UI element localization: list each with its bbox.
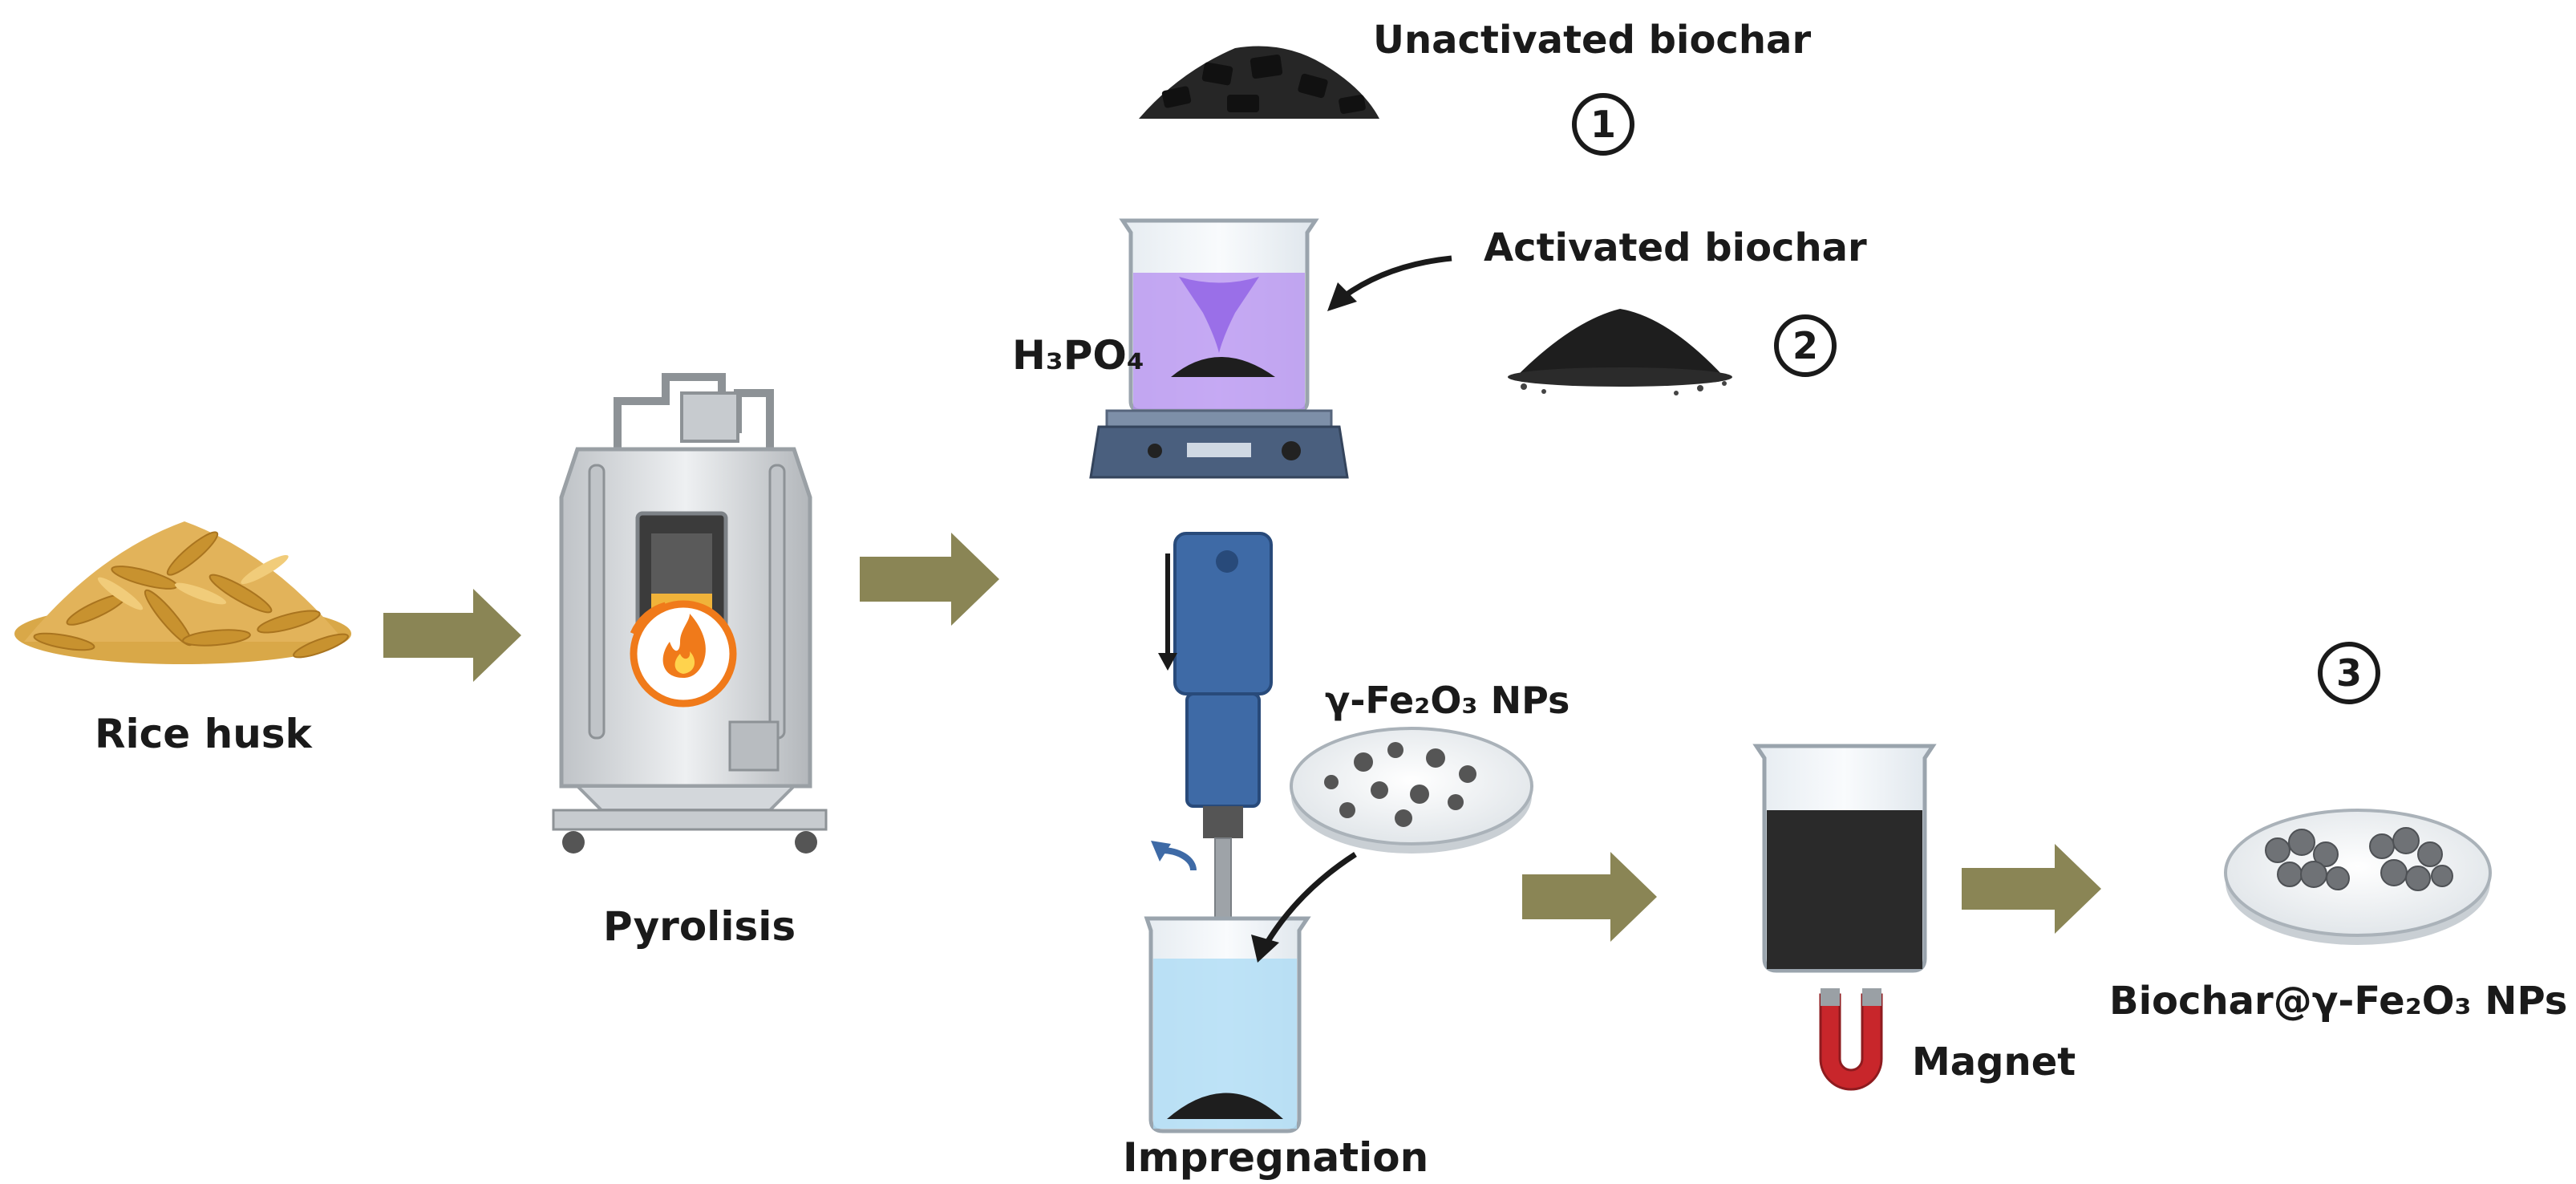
label-phosphoric-acid: H₃PO₄: [1012, 332, 1144, 379]
flame-icon: [662, 614, 706, 678]
magnetic-stirrer-icon: [1089, 409, 1349, 479]
step-3-badge: 3: [2318, 642, 2380, 704]
biochar-pile-icon: [1508, 309, 1732, 395]
label-impregnation: Impregnation: [1123, 1134, 1429, 1181]
arrow-into-beaker-icon: [1327, 255, 1452, 311]
beaker-icon: [1119, 218, 1319, 413]
petri-dish-icon: [1290, 727, 1533, 854]
label-product: Biochar@γ-Fe₂O₃ NPs: [2109, 979, 2568, 1024]
beaker-icon: [1752, 744, 1937, 973]
step-2-badge: 2: [1774, 314, 1837, 377]
label-rice-husk: Rice husk: [95, 711, 312, 757]
biochar-pile-icon: [1139, 46, 1379, 119]
flow-arrow-icon: [383, 589, 521, 682]
label-magnet: Magnet: [1912, 1040, 2076, 1085]
flow-arrow-icon: [1522, 852, 1657, 942]
flow-arrow-icon: [1962, 844, 2101, 934]
rice-husk-pile-icon: [14, 521, 351, 664]
magnet-icon: [1819, 988, 1883, 1091]
beaker-icon: [1144, 916, 1311, 1133]
label-nanoparticles: γ-Fe₂O₃ NPs: [1325, 679, 1570, 722]
arrow-dish-to-beaker-icon: [1251, 852, 1357, 963]
label-activated-biochar: Activated biochar: [1484, 225, 1867, 270]
label-unactivated-biochar: Unactivated biochar: [1373, 18, 1812, 63]
flow-arrow-icon: [860, 533, 999, 626]
label-pyrolisis: Pyrolisis: [603, 903, 796, 950]
pyrolysis-furnace-icon: [552, 373, 828, 854]
step-1-badge: 1: [1572, 93, 1634, 156]
petri-dish-icon: [2224, 809, 2492, 945]
